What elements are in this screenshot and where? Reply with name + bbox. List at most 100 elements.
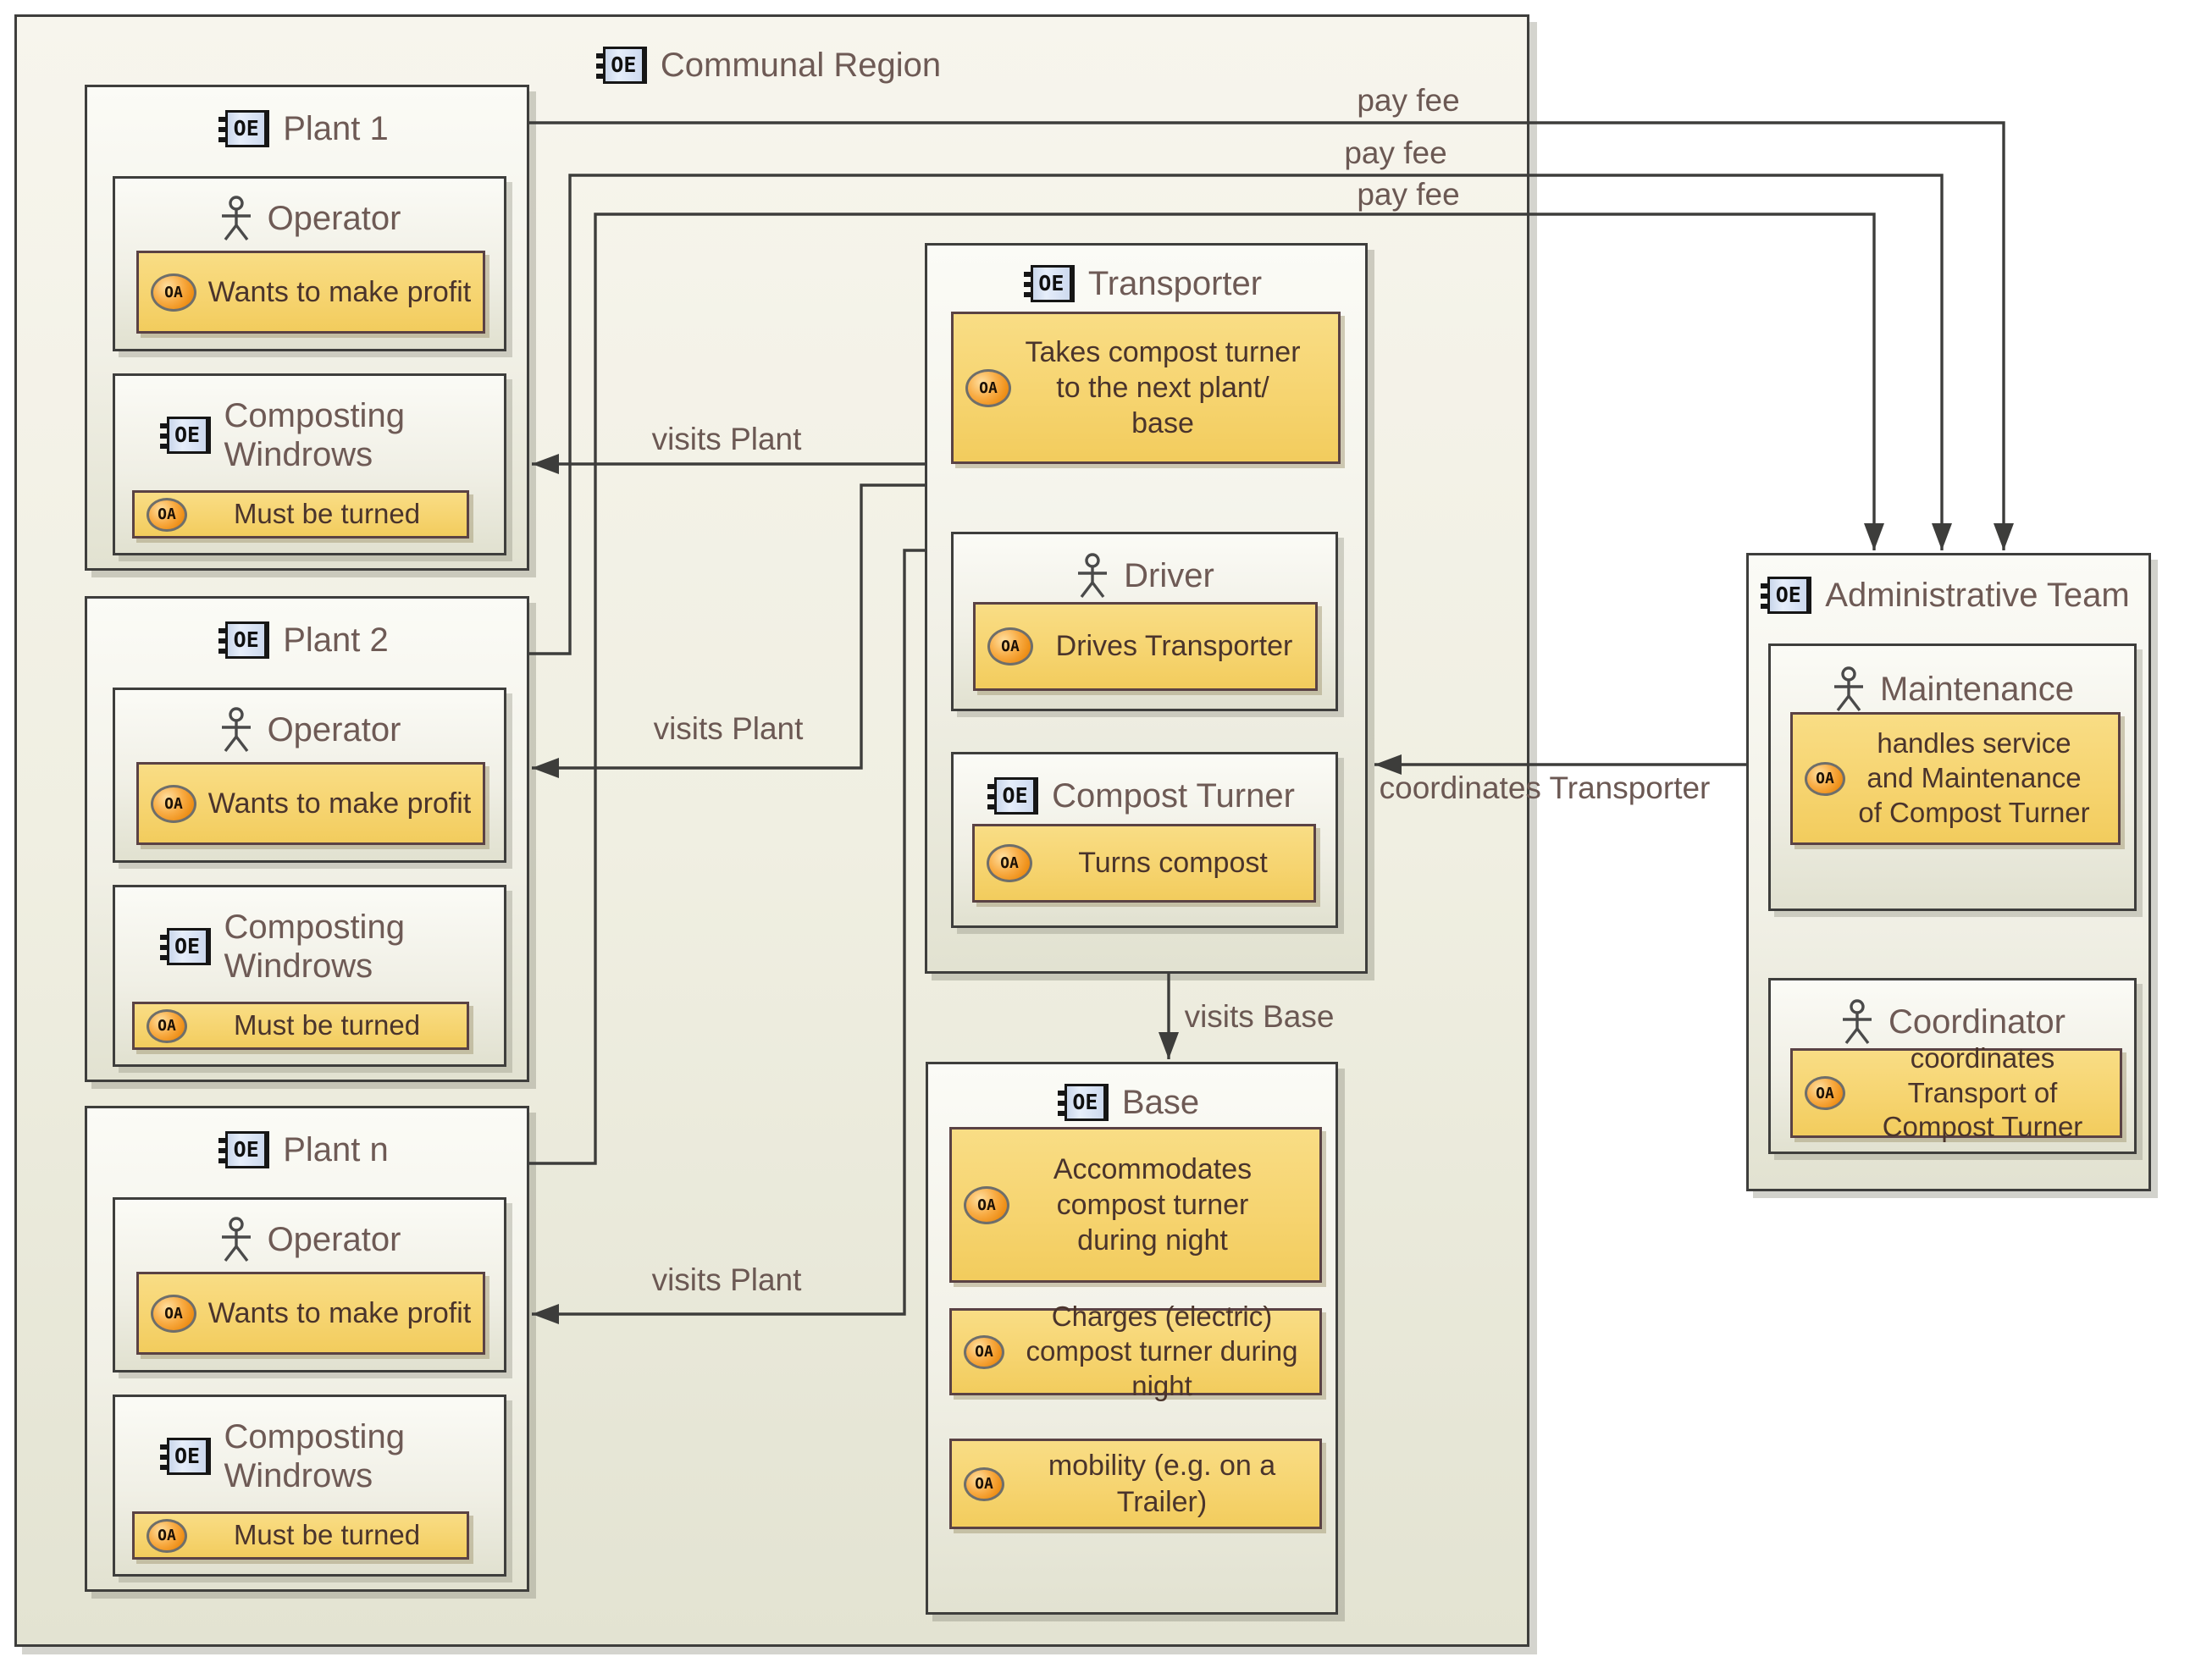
oe-icon: OE [987,777,1039,815]
plant-1-windrows-goal-text: Must be turned [233,498,421,530]
administrative-team-title-text: Administrative Team [1825,577,2130,614]
actor-icon [1078,553,1108,599]
plant-n-operator-goal-text: Wants to make profit [207,1296,472,1329]
base-goal-charges[interactable]: OA Charges (electric) compost turner dur… [949,1301,1322,1401]
base-goal-charges-text: Charges (electric) compost turner during… [1026,1301,1298,1401]
plant-2-title-text: Plant 2 [283,621,389,659]
plant-n-windrows-title-text: Composting Windrows [224,1418,405,1494]
plant-1-title-text: Plant 1 [283,110,389,147]
oa-icon: OA [151,1294,196,1333]
oe-icon: OE [159,1438,211,1475]
base-goal-mobility[interactable]: OA mobility (e.g. on a Trailer) [949,1439,1322,1529]
oa-icon: OA [151,273,196,312]
coordinator-title: Coordinator [1771,999,2134,1045]
plant-2-windrows-node[interactable]: OE Composting Windrows OA Must be turned [113,885,506,1067]
plant-2-windrows-title: OE Composting Windrows [115,908,504,986]
plant-2-windrows-goal-text: Must be turned [233,1009,421,1041]
plant-2-windrows-title-text: Composting Windrows [224,909,405,985]
transporter-node[interactable]: OE Transporter OA Takes compost turner t… [925,243,1368,974]
oe-icon: OE [159,417,211,454]
plant-2-node[interactable]: OE Plant 2 Operator OA Wants to make pro… [85,596,529,1082]
base-title: OE Base [928,1083,1335,1122]
plant-n-operator-node[interactable]: Operator OA Wants to make profit [113,1197,506,1373]
plant-2-windrows-goal[interactable]: OA Must be turned [132,1002,469,1050]
communal-region-title-text: Communal Region [660,47,942,84]
plant-1-title: OE Plant 1 [87,109,527,148]
coordinator-node[interactable]: Coordinator OA coordinates Transport of … [1768,978,2137,1154]
visits-plant-label-2: visits Plant [653,711,804,746]
transporter-goal-text: Takes compost turner to the next plant/ … [1025,335,1301,440]
plant-n-operator-title-text: Operator [267,1221,401,1258]
plant-1-operator-goal[interactable]: OA Wants to make profit [136,251,485,334]
plant-1-windrows-title: OE Composting Windrows [115,396,504,474]
oa-icon: OA [147,1518,187,1553]
maintenance-goal[interactable]: OA handles service and Maintenance of Co… [1790,712,2121,845]
plant-1-operator-node[interactable]: Operator OA Wants to make profit [113,176,506,351]
oe-icon: OE [218,1131,270,1168]
plant-1-operator-goal-text: Wants to make profit [207,275,472,308]
plant-1-windrows-goal[interactable]: OA Must be turned [132,490,469,539]
oa-icon: OA [147,1008,187,1043]
actor-icon [1842,999,1872,1045]
base-goal-accommodates-text: Accommodates compost turner during night [1053,1152,1253,1257]
plant-1-windrows-node[interactable]: OE Composting Windrows OA Must be turned [113,373,506,555]
oe-icon: OE [218,110,270,147]
plant-n-title-text: Plant n [283,1131,389,1168]
visits-plant-label-1: visits Plant [651,422,802,456]
oa-icon: OA [151,784,196,823]
actor-icon [221,1217,251,1262]
driver-title-text: Driver [1124,557,1214,594]
plant-n-title: OE Plant n [87,1130,527,1169]
maintenance-title-text: Maintenance [1879,671,2075,708]
plant-n-node[interactable]: OE Plant n Operator OA Wants to make pro… [85,1106,529,1592]
coordinator-title-text: Coordinator [1888,1003,2065,1041]
oe-icon: OE [218,621,270,659]
plant-n-windrows-node[interactable]: OE Composting Windrows OA Must be turned [113,1395,506,1577]
base-goal-mobility-text: mobility (e.g. on a Trailer) [1048,1450,1276,1518]
base-goal-accommodates[interactable]: OA Accommodates compost turner during ni… [949,1127,1322,1283]
transporter-goal[interactable]: OA Takes compost turner to the next plan… [951,312,1341,464]
oe-icon: OE [159,928,211,965]
actor-icon [221,196,251,241]
plant-1-node[interactable]: OE Plant 1 Operator OA Wants to make pro… [85,85,529,571]
compost-turner-goal[interactable]: OA Turns compost [972,824,1316,903]
driver-goal[interactable]: OA Drives Transporter [973,602,1318,691]
plant-2-operator-title-text: Operator [267,711,401,748]
plant-n-windrows-goal-text: Must be turned [233,1519,421,1551]
coordinator-goal-text: coordinates Transport of Compost Turner [1882,1041,2083,1143]
plant-2-operator-node[interactable]: Operator OA Wants to make profit [113,688,506,863]
plant-1-operator-title-text: Operator [267,200,401,237]
base-node[interactable]: OE Base OA Accommodates compost turner d… [926,1062,1338,1615]
oa-icon: OA [1805,761,1845,796]
pay-fee-label-3: pay fee [1357,177,1460,212]
administrative-team-title: OE Administrative Team [1749,576,2148,615]
plant-2-title: OE Plant 2 [87,621,527,660]
maintenance-node[interactable]: Maintenance OA handles service and Maint… [1768,643,2137,911]
plant-2-operator-goal[interactable]: OA Wants to make profit [136,762,485,845]
pay-fee-label-1: pay fee [1357,83,1460,118]
oe-icon: OE [1023,265,1075,302]
oe-icon: OE [595,47,647,84]
administrative-team-node[interactable]: OE Administrative Team Maintenance OA ha… [1746,553,2151,1191]
compost-turner-title: OE Compost Turner [954,776,1335,815]
coordinates-transporter-label: coordinates Transporter [1379,771,1711,805]
base-title-text: Base [1121,1084,1200,1121]
communal-region-title: OE Communal Region [17,46,1527,85]
pay-fee-label-2: pay fee [1344,135,1447,170]
visits-plant-label-3: visits Plant [651,1262,802,1297]
oa-icon: OA [1805,1076,1845,1110]
oa-icon: OA [964,1185,1009,1224]
actor-icon [1833,666,1863,712]
plant-n-operator-goal[interactable]: OA Wants to make profit [136,1272,485,1355]
oa-icon: OA [987,627,1033,666]
driver-title: Driver [954,553,1335,599]
coordinator-goal[interactable]: OA coordinates Transport of Compost Turn… [1790,1042,2122,1142]
oa-icon: OA [147,497,187,532]
plant-n-operator-title: Operator [115,1217,504,1262]
compost-turner-node[interactable]: OE Compost Turner OA Turns compost [951,752,1338,928]
driver-goal-text: Drives Transporter [1055,630,1293,663]
visits-base-label: visits Base [1184,999,1335,1034]
plant-n-windrows-goal[interactable]: OA Must be turned [132,1511,469,1560]
plant-2-operator-goal-text: Wants to make profit [207,787,472,820]
driver-node[interactable]: Driver OA Drives Transporter [951,532,1338,711]
